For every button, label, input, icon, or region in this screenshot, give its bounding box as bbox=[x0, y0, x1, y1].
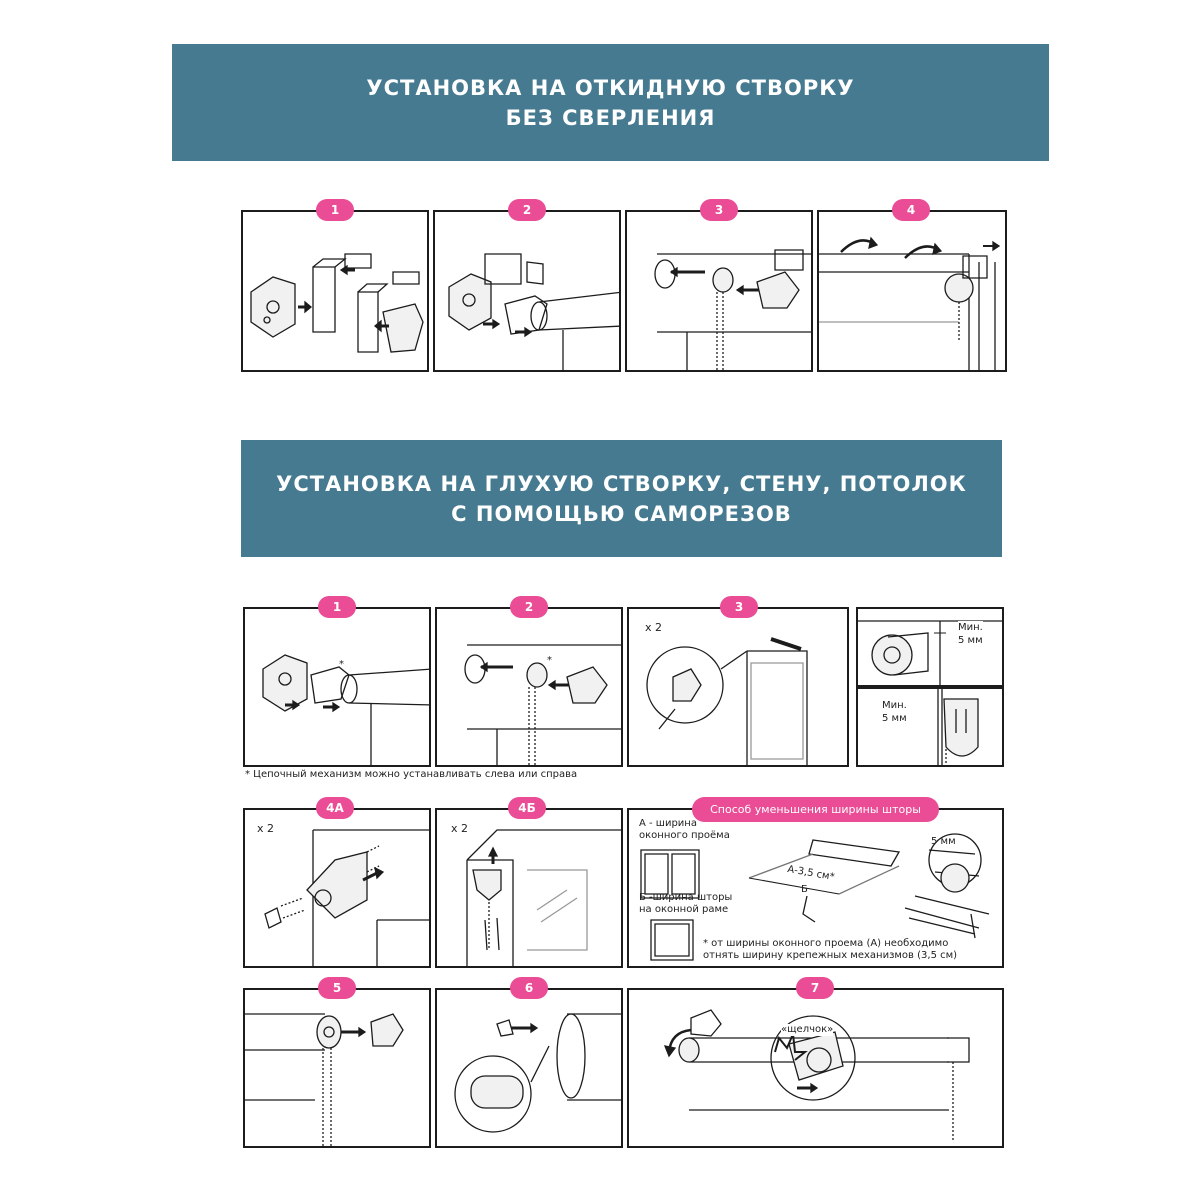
width-b-line1: Б -ширина шторы bbox=[639, 892, 733, 903]
section2-title-line1: УСТАНОВКА НА ГЛУХУЮ СТВОРКУ, СТЕНУ, ПОТО… bbox=[276, 471, 967, 496]
step-panel-s2-4b: x 2 bbox=[435, 808, 623, 968]
step-badge-s2-1: 1 bbox=[318, 596, 356, 618]
step-panel-s1-4 bbox=[817, 210, 1007, 372]
asterisk-mark: * bbox=[547, 655, 552, 666]
width-a-label: А - ширина оконного проёма bbox=[639, 818, 730, 842]
step-badge-s2-4a: 4А bbox=[316, 797, 354, 819]
width-note-line2: отнять ширину крепежных механизмов (3,5 … bbox=[703, 950, 958, 961]
step-panel-s2-6 bbox=[435, 988, 623, 1148]
bracket-drawing bbox=[250, 276, 296, 338]
step-panel-s1-2 bbox=[433, 210, 621, 372]
section1-title-banner: УСТАНОВКА НА ОТКИДНУЮ СТВОРКУ БЕЗ СВЕРЛЕ… bbox=[172, 44, 1049, 161]
step-panel-s2-5 bbox=[243, 988, 431, 1148]
width-a-line2: оконного проёма bbox=[639, 830, 730, 841]
window-opening-drawing bbox=[640, 849, 700, 899]
width-method-panel: А - ширина оконного проёма Б -ширина што… bbox=[627, 808, 1004, 968]
width-method-title: Способ уменьшения ширины шторы bbox=[692, 797, 939, 822]
step-badge-s2-2: 2 bbox=[510, 596, 548, 618]
step-panel-s2-3: x 2 bbox=[627, 607, 849, 767]
step-badge-s1-2: 2 bbox=[508, 199, 546, 221]
min-label-top: Мин. 5 мм bbox=[958, 621, 983, 647]
width-a-line1: А - ширина bbox=[639, 818, 697, 829]
min-value-text: 5 мм bbox=[958, 635, 983, 646]
step-panel-s1-3 bbox=[625, 210, 813, 372]
multiplier-label: x 2 bbox=[451, 822, 469, 835]
step-badge-s1-3: 3 bbox=[700, 199, 738, 221]
width-note: * от ширины оконного проема (А) необходи… bbox=[703, 938, 957, 962]
step-panel-s2-3-min-top: Мин. 5 мм bbox=[856, 607, 1004, 687]
step-badge-s2-7: 7 bbox=[796, 977, 834, 999]
chain-footnote: * Цепочный механизм можно устанавливать … bbox=[245, 769, 578, 780]
step-badge-s1-4: 4 bbox=[892, 199, 930, 221]
step-panel-s2-2: * bbox=[435, 607, 623, 767]
min-label-text: Мин. bbox=[882, 700, 907, 711]
multiplier-label: x 2 bbox=[257, 822, 275, 835]
step-badge-s2-6: 6 bbox=[510, 977, 548, 999]
step-badge-s2-4b: 4Б bbox=[508, 797, 546, 819]
asterisk-mark: * bbox=[339, 659, 344, 670]
step-panel-s2-4a: x 2 bbox=[243, 808, 431, 968]
section2-title-line2: С ПОМОЩЬЮ САМОРЕЗОВ bbox=[451, 501, 792, 526]
min-label-side: Мин. 5 мм bbox=[882, 699, 907, 725]
step-badge-s1-1: 1 bbox=[316, 199, 354, 221]
step-panel-s2-7: «щелчок» bbox=[627, 988, 1004, 1148]
multiplier-label: x 2 bbox=[645, 621, 663, 634]
width-b-line2: на оконной раме bbox=[639, 904, 729, 915]
step-panel-s1-1 bbox=[241, 210, 429, 372]
section1-title-line2: БЕЗ СВЕРЛЕНИЯ bbox=[505, 105, 716, 130]
width-b-label: Б -ширина шторы на оконной раме bbox=[639, 892, 732, 916]
step-panel-s2-1: * bbox=[243, 607, 431, 767]
min-label-text: Мин. bbox=[958, 622, 983, 633]
width-b-letter: Б bbox=[801, 884, 808, 895]
click-label: «щелчок» bbox=[781, 1024, 834, 1036]
min-value-text: 5 мм bbox=[882, 713, 907, 724]
step-badge-s2-5: 5 bbox=[318, 977, 356, 999]
gap-label: 5 мм bbox=[931, 836, 956, 847]
section1-title-line1: УСТАНОВКА НА ОТКИДНУЮ СТВОРКУ bbox=[366, 75, 855, 100]
step-badge-s2-3: 3 bbox=[720, 596, 758, 618]
section2-title-banner: УСТАНОВКА НА ГЛУХУЮ СТВОРКУ, СТЕНУ, ПОТО… bbox=[241, 440, 1002, 557]
width-note-line1: * от ширины оконного проема (А) необходи… bbox=[703, 938, 949, 949]
step-panel-s2-3-min-side: Мин. 5 мм bbox=[856, 687, 1004, 767]
blind-drawing bbox=[808, 839, 901, 867]
